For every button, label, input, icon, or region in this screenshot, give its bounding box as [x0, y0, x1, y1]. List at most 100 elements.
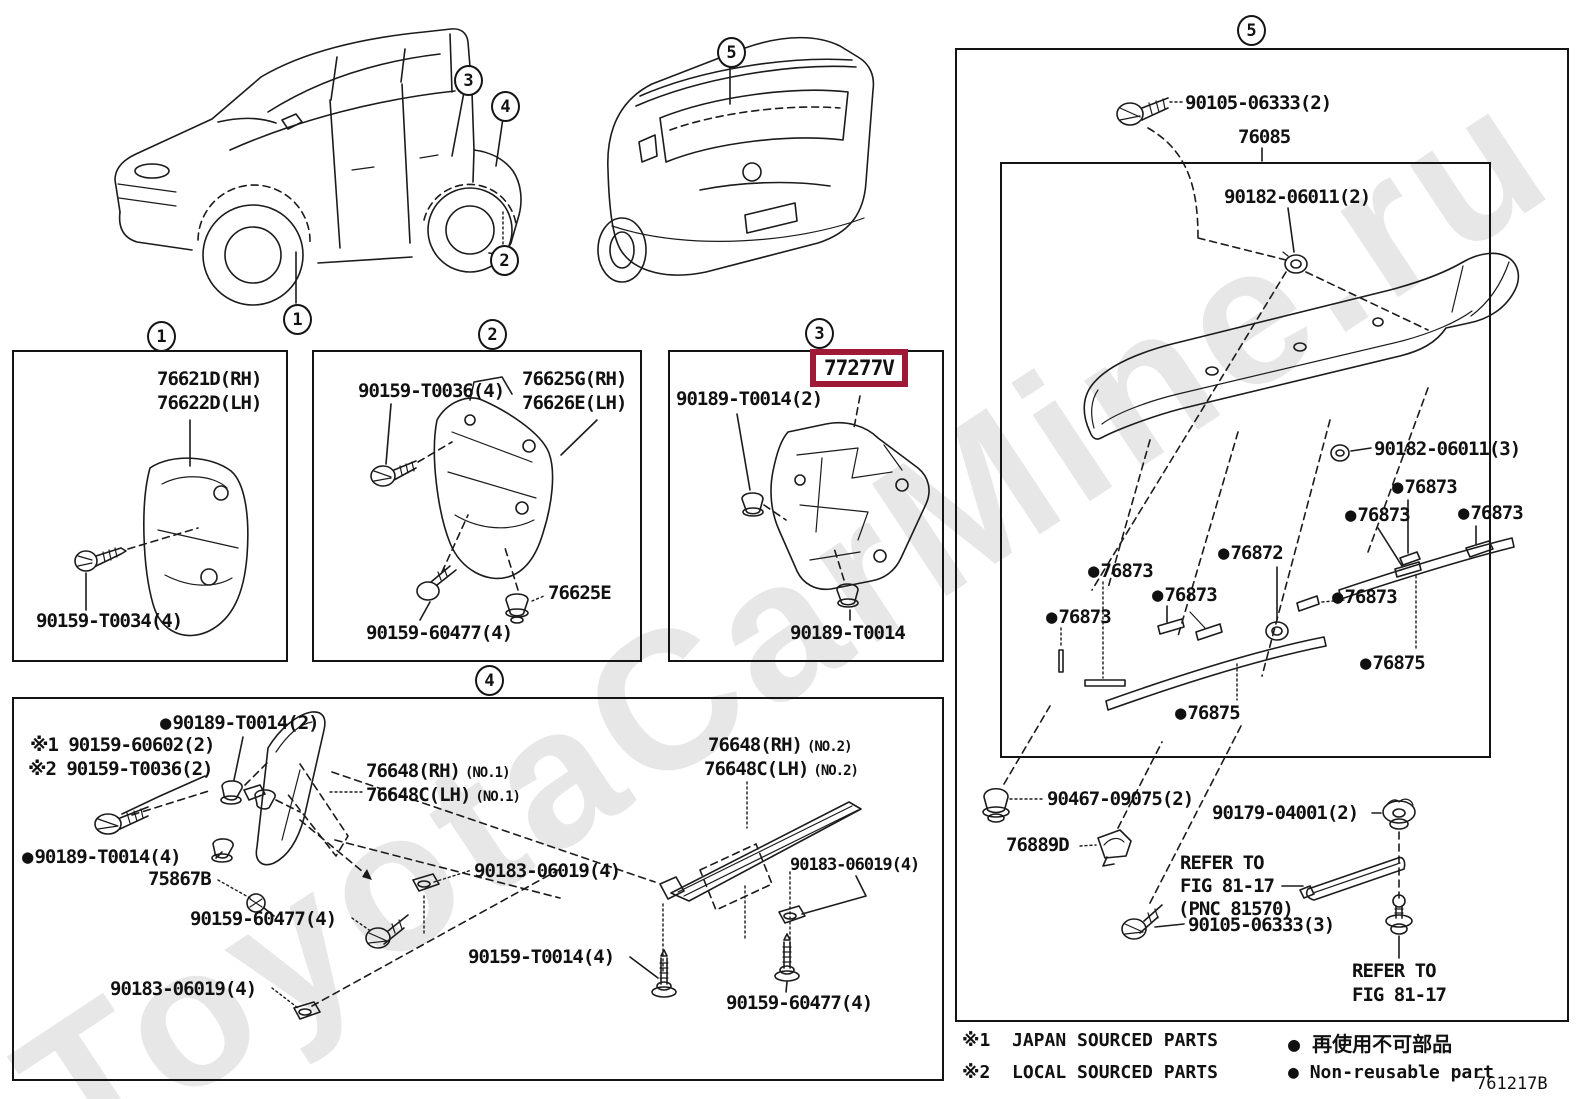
part-label-76872: ●76872 — [1218, 542, 1284, 564]
non-reusable-dot: ● — [22, 846, 33, 868]
legend-text-jp: 再使用不可部品 — [1312, 1032, 1453, 1056]
section-box-4 — [12, 697, 944, 1081]
part-label-90189-t0014-2-dot: ●90189-T0014(2) — [160, 712, 320, 734]
part-label-90105-06333-2: 90105-06333(2) — [1185, 92, 1332, 114]
part-label-90182-06011-2: 90182-06011(2) — [1224, 186, 1371, 208]
refer-note-1-line2: FIG 81-17 — [1180, 875, 1275, 897]
non-reusable-dot: ● — [1218, 542, 1229, 564]
refer-note-2-line2: FIG 81-17 — [1352, 984, 1447, 1006]
part-label-note1-90159-60602: ※1 90159-60602(2) — [30, 734, 215, 756]
callout-4-car: 4 — [491, 91, 520, 122]
part-label-76873-2: ●76873 — [1345, 504, 1411, 526]
non-reusable-dot: ● — [1288, 1062, 1299, 1083]
part-number: 76875 — [1187, 702, 1240, 724]
section-box-2 — [312, 350, 642, 662]
part-number: 76873 — [1357, 504, 1410, 526]
section-number-5: 5 — [1237, 15, 1266, 46]
part-label-76873-4: ●76873 — [1088, 560, 1154, 582]
part-label-76621d-rh: 76621D(RH) — [157, 368, 262, 390]
part-label-90189-t0014-2: 90189-T0014(2) — [676, 388, 823, 410]
non-reusable-dot: ● — [1458, 502, 1469, 524]
part-number: 76873 — [1404, 476, 1457, 498]
highlighted-part-77277v[interactable]: 77277V — [810, 349, 908, 387]
part-number: 76648C(LH) — [366, 784, 471, 806]
non-reusable-dot: ● — [160, 712, 171, 734]
part-label-76625e: 76625E — [548, 582, 612, 604]
section-number-1: 1 — [147, 321, 176, 352]
part-number: 90189-T0014(2) — [172, 712, 319, 734]
non-reusable-dot: ● — [1046, 606, 1057, 628]
section-box-1 — [12, 350, 288, 662]
section-box-5 — [955, 48, 1569, 1022]
non-reusable-dot: ● — [1288, 1032, 1301, 1056]
part-label-90159-60477-right: 90159-60477(4) — [726, 992, 873, 1014]
part-label-76875-left: ●76875 — [1175, 702, 1241, 724]
part-label-90159-t0036: 90159-T0036(4) — [358, 380, 505, 402]
part-label-90159-60477-left: 90159-60477(4) — [190, 908, 337, 930]
part-label-76873-1: ●76873 — [1392, 476, 1458, 498]
part-number: 76872 — [1230, 542, 1283, 564]
car-rear-view — [597, 36, 875, 283]
part-label-note2-90159-t0036: ※2 90159-T0036(2) — [28, 758, 213, 780]
refer-note-2-line1: REFER TO — [1352, 960, 1437, 982]
part-label-76875-right: ●76875 — [1360, 652, 1426, 674]
part-label-90183-06019-left: 90183-06019(4) — [110, 978, 257, 1000]
non-reusable-dot: ● — [1345, 504, 1356, 526]
callout-1-car: 1 — [283, 304, 312, 335]
section-number-4: 4 — [475, 665, 504, 696]
figure-code: 761217B — [1476, 1074, 1548, 1094]
part-label-90189-t0014-4-dot: ●90189-T0014(4) — [22, 846, 182, 868]
part-label-90179-04001: 90179-04001(2) — [1212, 802, 1359, 824]
part-label-90159-t0014-4: 90159-T0014(4) — [468, 946, 615, 968]
part-label-90105-06333-3: 90105-06333(3) — [1188, 914, 1335, 936]
part-number: 76648(RH) — [708, 734, 803, 756]
part-label-76648c-lh-no2: 76648C(LH)(NO.2) — [704, 758, 859, 782]
part-label-90183-06019-mid: 90183-06019(4) — [474, 860, 621, 882]
part-note: (NO.1) — [475, 789, 521, 805]
legend-text-en: Non-reusable part — [1309, 1062, 1494, 1083]
legend-local-sourced: ※2 LOCAL SOURCED PARTS — [962, 1062, 1218, 1083]
part-label-76648c-lh-no1: 76648C(LH)(NO.1) — [366, 784, 521, 808]
part-number: 76875 — [1372, 652, 1425, 674]
part-label-90183-06019-right: 90183-06019(4) — [790, 855, 920, 875]
part-label-76648-rh-no1: 76648(RH)(NO.1) — [366, 760, 511, 784]
non-reusable-dot: ● — [1392, 476, 1403, 498]
part-number: 76873 — [1058, 606, 1111, 628]
part-label-76625g-rh: 76625G(RH) — [522, 368, 627, 390]
part-label-90159-t0034: 90159-T0034(4) — [36, 610, 183, 632]
part-number: 76648(RH) — [366, 760, 461, 782]
part-label-75867b: 75867B — [148, 868, 212, 890]
callout-2-car: 2 — [490, 245, 519, 276]
part-number: 76873 — [1470, 502, 1523, 524]
part-number: 90189-T0014(4) — [34, 846, 181, 868]
part-label-90182-06011-3: 90182-06011(3) — [1374, 438, 1521, 460]
non-reusable-dot: ● — [1360, 652, 1371, 674]
part-label-76889d: 76889D — [1006, 834, 1070, 856]
part-number: 76873 — [1164, 584, 1217, 606]
non-reusable-dot: ● — [1088, 560, 1099, 582]
part-label-76648-rh-no2: 76648(RH)(NO.2) — [708, 734, 853, 758]
section-box-3 — [668, 350, 944, 662]
callout-3-car: 3 — [454, 65, 483, 96]
part-label-76873-7: ●76873 — [1332, 586, 1398, 608]
part-label-90189-t0014: 90189-T0014 — [790, 622, 906, 644]
part-note: (NO.1) — [464, 765, 511, 781]
non-reusable-dot: ● — [1332, 586, 1343, 608]
part-number: 76873 — [1344, 586, 1397, 608]
part-label-76873-6: ●76873 — [1046, 606, 1112, 628]
section-number-2: 2 — [478, 319, 507, 350]
legend-non-reusable-jp: ● 再使用不可部品 — [1288, 1028, 1452, 1057]
part-label-76873-5: ●76873 — [1152, 584, 1218, 606]
non-reusable-dot: ● — [1152, 584, 1163, 606]
non-reusable-dot: ● — [1175, 702, 1186, 724]
legend-non-reusable-en: ● Non-reusable part — [1288, 1062, 1494, 1083]
callout-5-car: 5 — [717, 37, 746, 68]
part-label-76622d-lh: 76622D(LH) — [157, 392, 262, 414]
part-label-76085: 76085 — [1238, 126, 1291, 148]
part-number: 76648C(LH) — [704, 758, 809, 780]
part-note: (NO.2) — [806, 739, 853, 755]
refer-note-1-line1: REFER TO — [1180, 852, 1265, 874]
part-note: (NO.2) — [813, 763, 859, 779]
part-label-90159-60477: 90159-60477(4) — [366, 622, 513, 644]
